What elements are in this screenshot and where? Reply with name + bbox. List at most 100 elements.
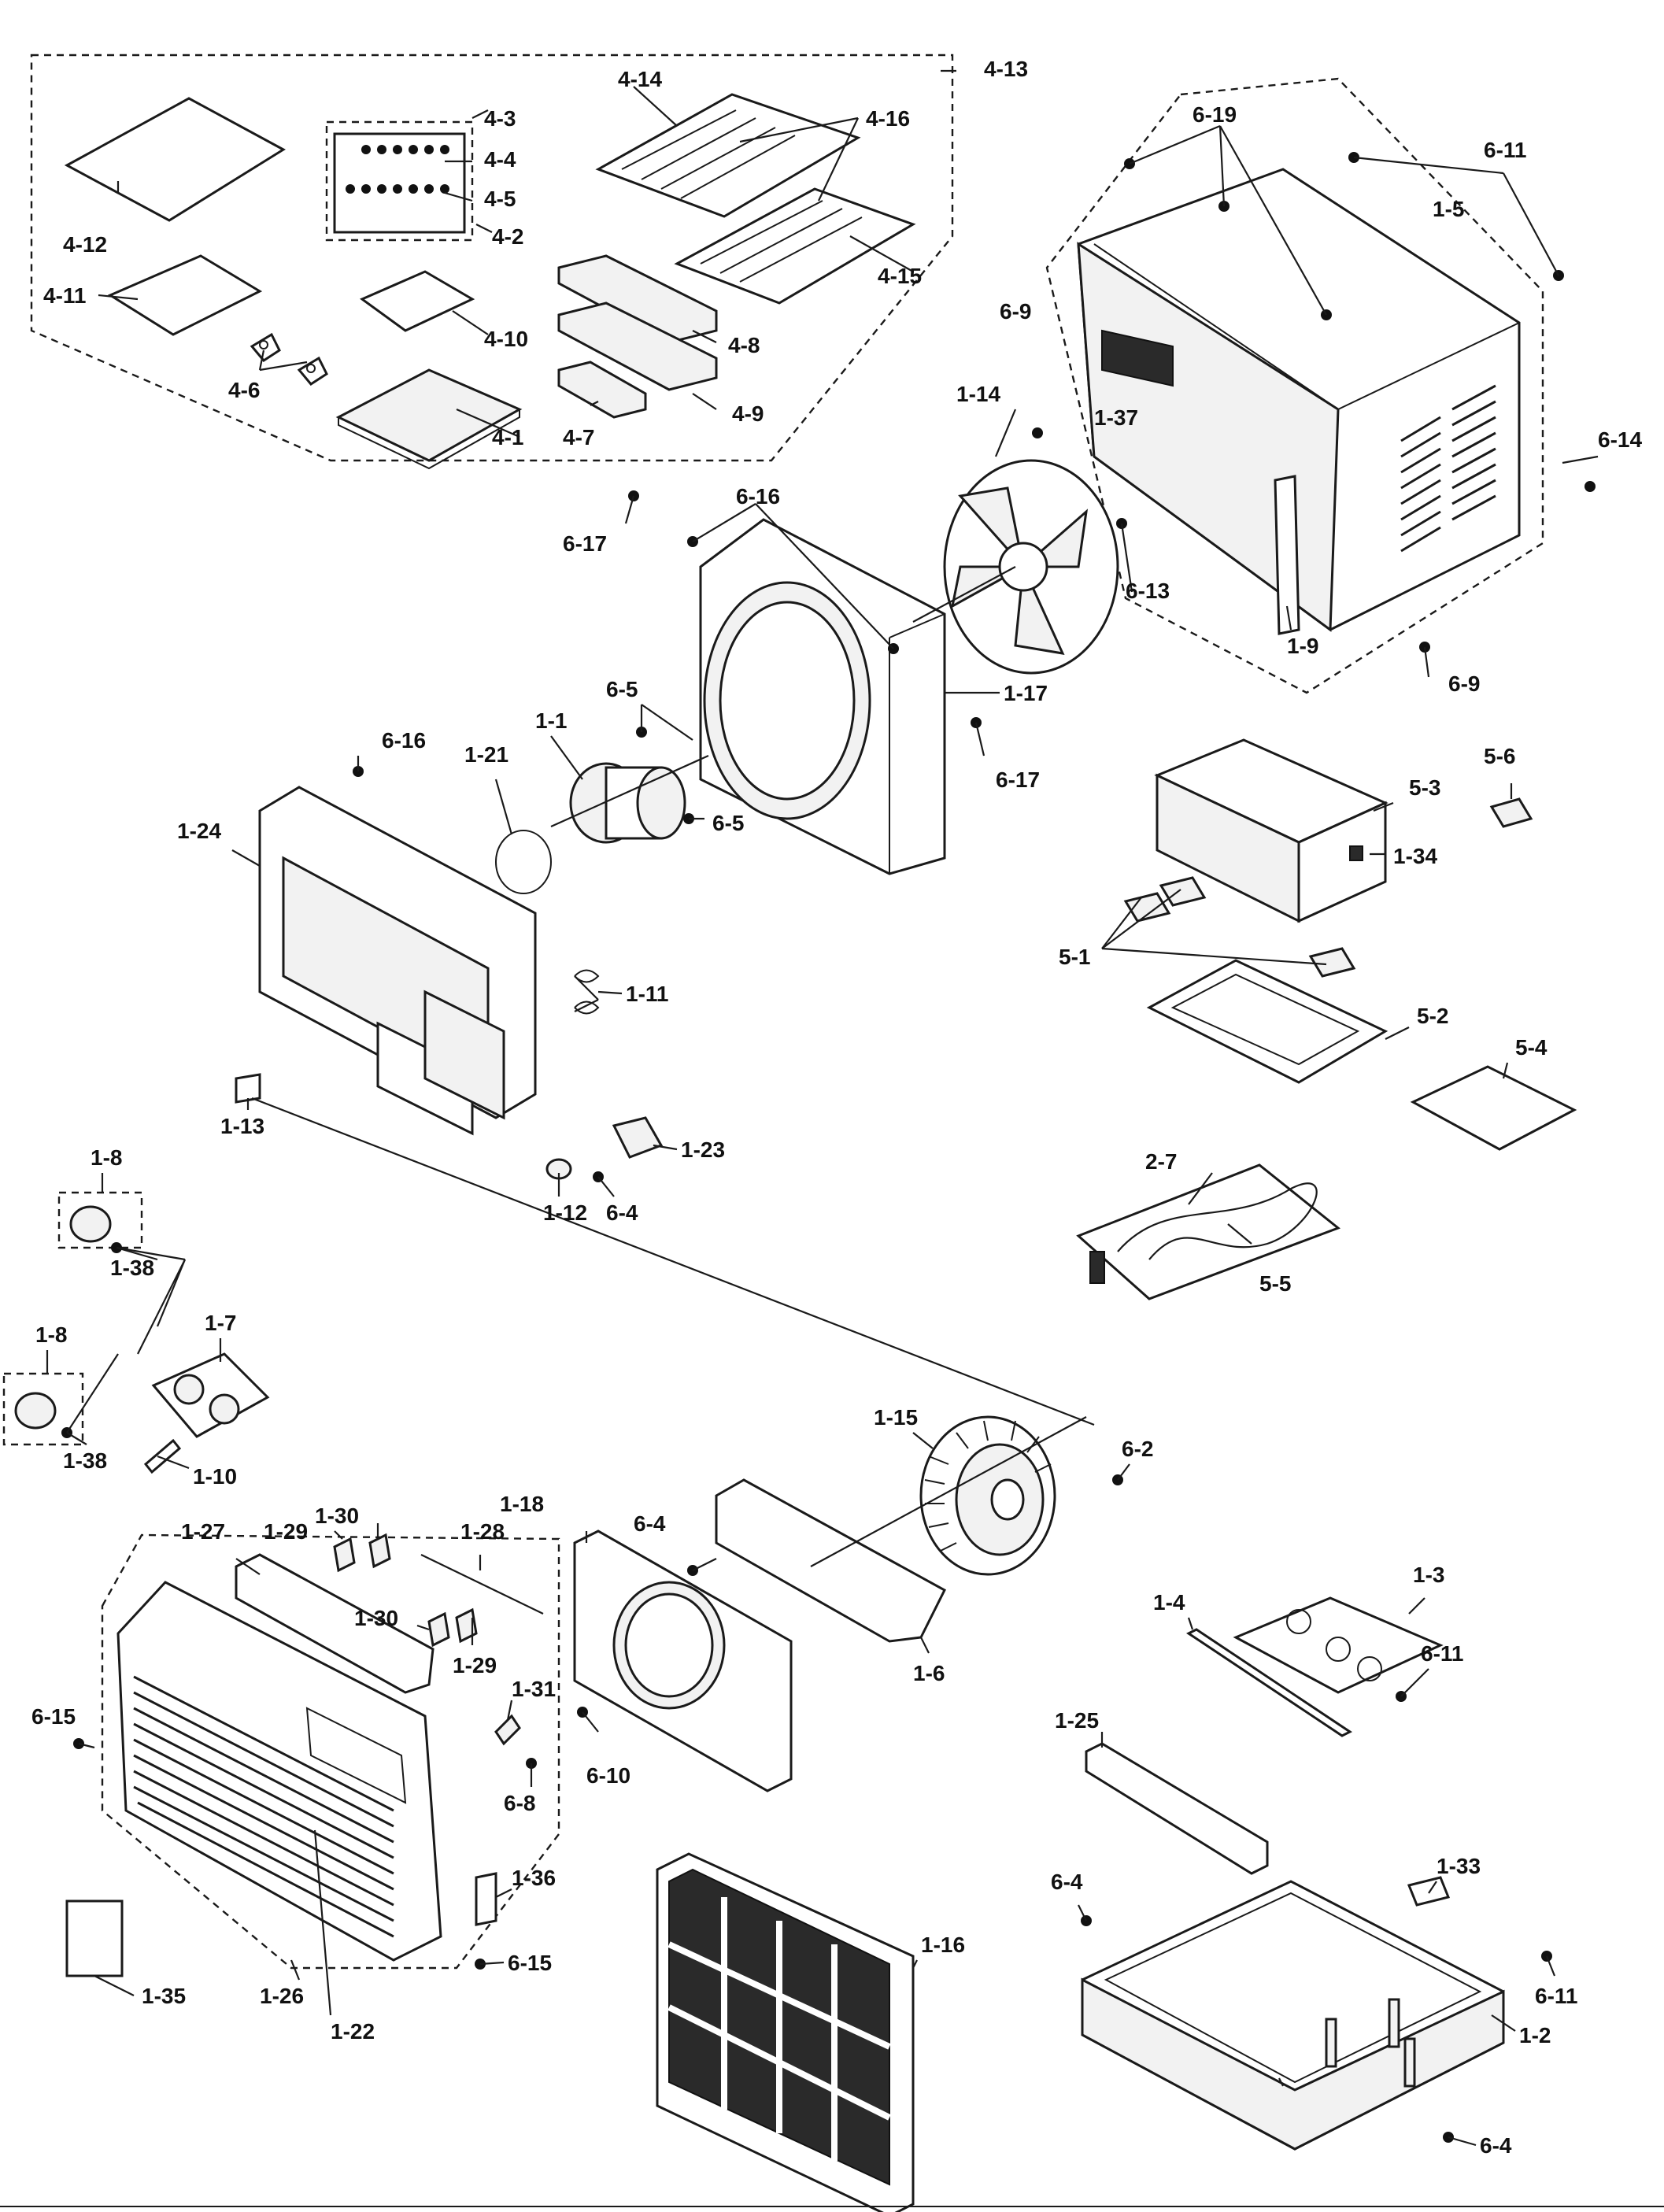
label-6-11-mid: 6-11 <box>1421 1641 1464 1666</box>
capacitor-5-1 <box>1123 876 1356 978</box>
side-strip-1-9 <box>1274 475 1300 635</box>
bracket-4-6 <box>250 332 328 386</box>
part-5-6 <box>1489 797 1533 828</box>
label-4-5: 4-5 <box>484 187 516 211</box>
rod-1-28 <box>420 1554 544 1615</box>
air-filter-1-16 <box>656 1852 915 2212</box>
label-6-2: 6-2 <box>1122 1437 1153 1461</box>
clip-1-30-top <box>368 1533 391 1569</box>
foam-strip-4-9 <box>557 301 718 391</box>
label-5-6: 5-6 <box>1484 744 1515 768</box>
label-6-19: 6-19 <box>1193 102 1237 127</box>
label-6-11-bottom: 6-11 <box>1535 1984 1578 2008</box>
front-panel-1-22 <box>116 1581 442 1962</box>
label-1-17: 1-17 <box>1004 681 1048 705</box>
label-6-15-left: 6-15 <box>31 1704 76 1729</box>
part-labels: 4-13 4-14 4-16 4-15 4-3 4-4 4-5 4-2 4-12… <box>31 57 1642 2158</box>
label-4-4: 4-4 <box>484 147 516 172</box>
label-4-11: 4-11 <box>43 283 87 308</box>
label-1-18: 1-18 <box>500 1492 544 1516</box>
label-6-8: 6-8 <box>504 1791 535 1815</box>
assembly-guide-lines <box>251 566 1284 2087</box>
label-4-2: 4-2 <box>492 224 523 249</box>
label-6-5-top: 6-5 <box>606 677 638 701</box>
label-1-11: 1-11 <box>626 982 669 1006</box>
label-6-4-mid: 6-4 <box>634 1511 666 1536</box>
label-1-31: 1-31 <box>512 1677 556 1701</box>
label-1-29-top: 1-29 <box>264 1519 308 1544</box>
label-1-7: 1-7 <box>205 1311 236 1335</box>
bracket-1-23 <box>612 1116 664 1159</box>
knob-group-1-8-top <box>57 1191 143 1249</box>
accessory-kit-group <box>30 54 954 470</box>
label-1-15: 1-15 <box>874 1405 918 1430</box>
fan-shroud-1-17 <box>699 518 946 875</box>
label-1-28: 1-28 <box>460 1519 505 1544</box>
part-1-34 <box>1349 845 1363 861</box>
label-1-23: 1-23 <box>681 1137 725 1162</box>
label-6-16-left: 6-16 <box>382 728 426 753</box>
label-4-12: 4-12 <box>63 232 107 257</box>
label-6-5-bottom: 6-5 <box>712 811 744 835</box>
label-5-5: 5-5 <box>1259 1271 1291 1296</box>
part-1-10 <box>143 1438 182 1474</box>
label-4-16: 4-16 <box>866 106 910 131</box>
fan-motor-1-1 <box>550 754 709 844</box>
label-4-13: 4-13 <box>984 57 1028 81</box>
knob-group-1-8-bottom <box>2 1372 84 1446</box>
tag-1-35 <box>65 1899 124 1977</box>
label-1-36 <box>475 1872 497 1926</box>
label-6-11-top: 6-11 <box>1484 138 1527 162</box>
label-4-1: 4-1 <box>492 425 523 449</box>
label-5-4: 5-4 <box>1515 1035 1548 1060</box>
tray-5-2 <box>1146 959 1389 1084</box>
label-5-2: 5-2 <box>1417 1004 1448 1028</box>
power-cord-2-7 <box>1076 1163 1340 1300</box>
label-6-15-bottom: 6-15 <box>508 1951 552 1975</box>
label-1-14: 1-14 <box>956 382 1000 406</box>
label-6-4-right: 6-4 <box>1051 1870 1083 1894</box>
label-1-5: 1-5 <box>1433 197 1464 221</box>
blower-wheel-1-15 <box>919 1415 1056 1576</box>
label-1-25: 1-25 <box>1055 1708 1099 1733</box>
label-1-6: 1-6 <box>913 1661 945 1685</box>
orifice-plate-1-18 <box>573 1530 793 1792</box>
label-1-29-bottom: 1-29 <box>453 1653 497 1677</box>
label-1-26: 1-26 <box>260 1984 304 2008</box>
label-4-8: 4-8 <box>728 333 760 357</box>
motor-mount-ring-1-21 <box>495 830 552 894</box>
label-1-2: 1-2 <box>1519 2023 1551 2047</box>
label-6-16-top: 6-16 <box>736 484 780 509</box>
sheet-4-11 <box>107 254 263 336</box>
part-1-13 <box>235 1073 261 1104</box>
label-4-6: 4-6 <box>228 378 260 402</box>
label-1-3: 1-3 <box>1413 1563 1444 1587</box>
clip-1-29-top <box>333 1537 356 1573</box>
bracket-1-25 <box>1085 1742 1269 1875</box>
label-4-7: 4-7 <box>563 425 594 449</box>
label-6-9-bottom: 6-9 <box>1448 671 1480 696</box>
label-6-17-bottom: 6-17 <box>996 768 1040 792</box>
sheet-4-10 <box>360 270 475 332</box>
label-6-9-top: 6-9 <box>1000 299 1031 324</box>
label-1-10: 1-10 <box>193 1464 237 1489</box>
clip-1-30-bottom <box>427 1611 450 1648</box>
label-1-24: 1-24 <box>177 819 221 843</box>
pad-5-4 <box>1410 1065 1577 1151</box>
label-2-7: 2-7 <box>1145 1149 1177 1174</box>
label-6-4-center: 6-4 <box>606 1200 638 1225</box>
foam-strip-4-8 <box>557 254 718 344</box>
label-5-3: 5-3 <box>1409 775 1440 800</box>
instruction-sheet-4-12 <box>64 97 286 222</box>
clips-1-11 <box>574 969 600 1015</box>
condenser-fan-1-14 <box>943 459 1119 675</box>
leader-lines <box>46 69 1599 2147</box>
knob-1-8-top <box>69 1205 112 1243</box>
label-1-38-top: 1-38 <box>110 1256 154 1280</box>
label-6-4-bottom: 6-4 <box>1480 2133 1512 2158</box>
label-1-12: 1-12 <box>543 1200 587 1225</box>
partition-frame-1-24 <box>258 786 537 1136</box>
label-1-38-bottom: 1-38 <box>63 1448 107 1473</box>
clip-1-29-bottom <box>455 1607 478 1644</box>
